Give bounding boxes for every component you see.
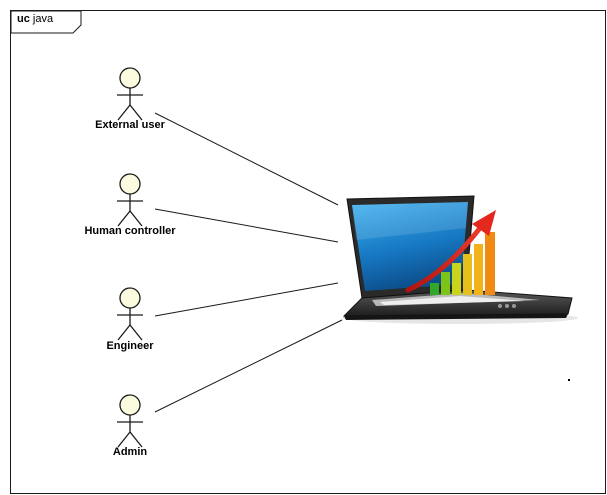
chart-bar-5 bbox=[474, 244, 483, 295]
growth-arrow-head bbox=[472, 210, 496, 236]
actor-label-human-controller: Human controller bbox=[84, 225, 176, 237]
actor-figure-human-controller bbox=[117, 173, 143, 227]
associations bbox=[154, 112, 343, 413]
laptop-chart-image bbox=[342, 195, 578, 324]
diagram-frame: uc java bbox=[10, 10, 606, 494]
stray-dot bbox=[568, 379, 570, 381]
frame-tab bbox=[11, 11, 82, 34]
growth-arrow-shaft bbox=[405, 225, 483, 293]
chart-bar-3 bbox=[452, 263, 461, 295]
chart-bar-1 bbox=[430, 283, 439, 295]
actor-figure-engineer bbox=[117, 287, 143, 341]
actor-label-external-user: External user bbox=[95, 119, 165, 131]
frame-title: uc java bbox=[17, 13, 53, 25]
frame-name: java bbox=[32, 13, 54, 25]
actor-label-engineer: Engineer bbox=[106, 340, 154, 352]
chart-bar-4 bbox=[463, 254, 472, 295]
actor-figure-admin bbox=[117, 394, 143, 448]
chart-bar-6 bbox=[485, 232, 495, 295]
frame-kind: uc bbox=[17, 13, 30, 25]
association-engineer bbox=[154, 282, 339, 317]
actor-figure-external-user bbox=[117, 67, 143, 121]
actor-label-admin: Admin bbox=[112, 446, 148, 458]
association-admin bbox=[154, 319, 343, 413]
association-external-user bbox=[154, 112, 339, 206]
association-human-controller bbox=[154, 208, 339, 243]
chart-bar-2 bbox=[441, 272, 450, 295]
